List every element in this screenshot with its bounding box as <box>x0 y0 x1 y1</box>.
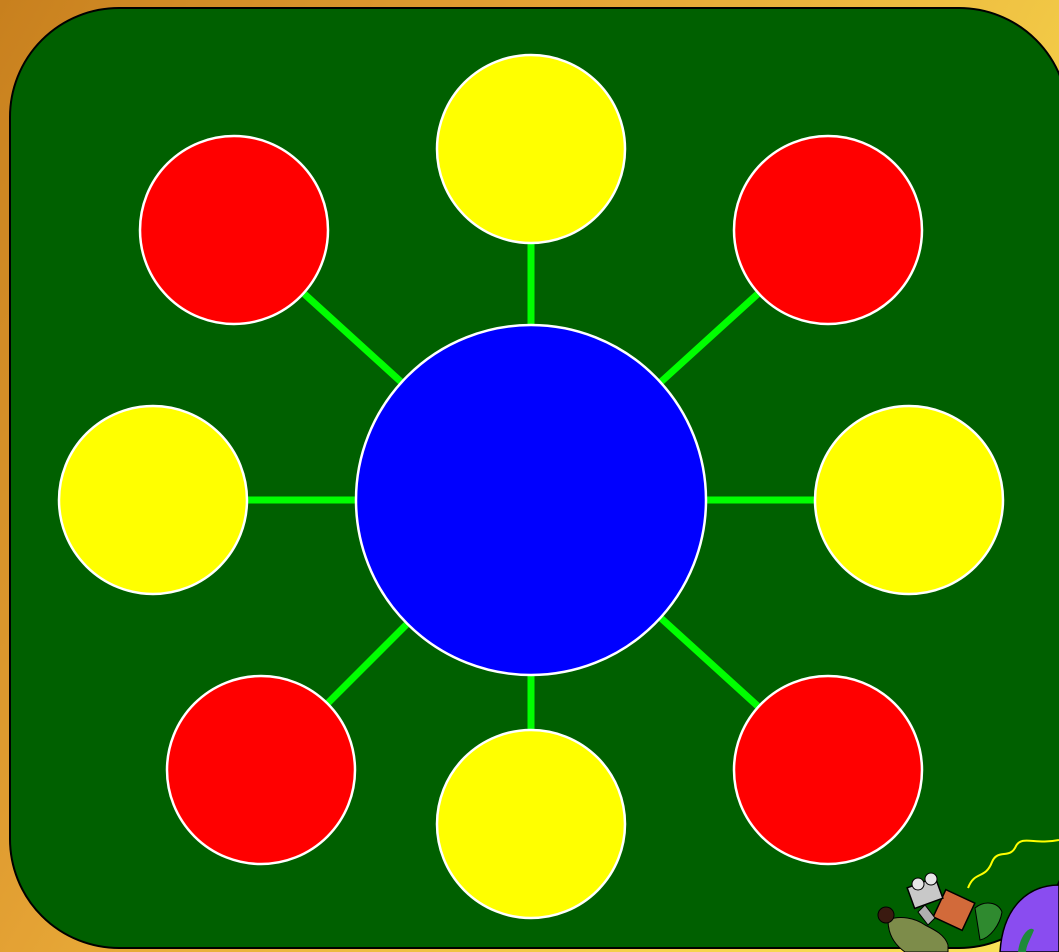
spoke-node-top-left <box>140 136 328 324</box>
spoke-node-bottom-left <box>167 676 355 864</box>
spoke-node-right-shape <box>815 406 1003 594</box>
camera-operator-clipart-icon <box>878 840 1059 952</box>
spoke-node-top-shape <box>437 55 625 243</box>
spoke-node-bottom-right-shape <box>734 676 922 864</box>
spoke-node-left-shape <box>59 406 247 594</box>
hub-node <box>356 325 706 675</box>
spoke-node-top-right <box>734 136 922 324</box>
spoke-node-bottom-right <box>734 676 922 864</box>
spoke-node-bottom <box>437 730 625 918</box>
connector-top-right <box>660 293 758 382</box>
connector-bottom-left <box>327 624 407 704</box>
spoke-node-top-left-shape <box>140 136 328 324</box>
spoke-node-bottom-shape <box>437 730 625 918</box>
hub-node-shape <box>356 325 706 675</box>
spoke-node-top <box>437 55 625 243</box>
connector-top-left <box>304 293 402 382</box>
connector-bottom-right <box>660 618 758 707</box>
spoke-node-top-right-shape <box>734 136 922 324</box>
spoke-node-left <box>59 406 247 594</box>
spoke-node-right <box>815 406 1003 594</box>
spoke-node-bottom-left-shape <box>167 676 355 864</box>
